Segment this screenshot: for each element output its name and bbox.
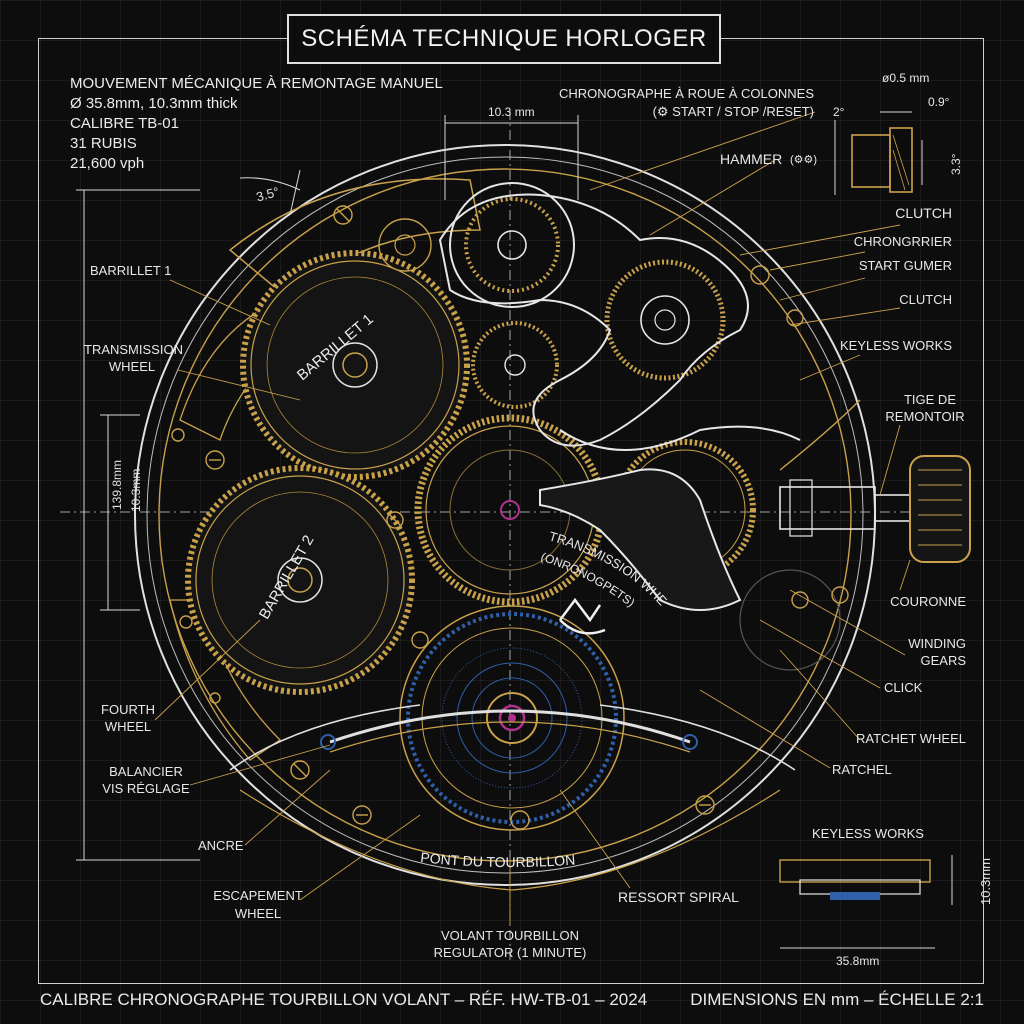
barrel-2 [185,465,415,695]
chrono-lever-assembly [438,193,749,447]
footer-left: CALIBRE CHRONOGRAPHE TOURBILLON VOLANT –… [40,990,648,1009]
spec-block: MOUVEMENT MÉCANIQUE À REMONTAGE MANUEL Ø… [70,74,443,174]
pont-tourbillon-text: PONT DU TOURBILLON [420,849,576,870]
label-barrillet-1: BARRILLET 1 [90,263,172,278]
page-title: SCHÉMA TECHNIQUE HORLOGER [287,14,721,64]
label-ratchel: RATCHEL [832,762,892,777]
jewel-setting-1-core [394,234,416,256]
intermediate-pinion [504,354,526,376]
spec-line: 31 RUBIS [70,135,137,152]
spec-line: Ø 35.8mm, 10.3mm thick [70,95,238,112]
dim-inset-angle-c: 3.3° [949,153,963,175]
transmission-bridge [539,468,742,611]
spec-line: CALIBRE TB-01 [70,115,179,132]
barrel-1 [240,250,470,480]
dim-vertical-outer: 139.8mm [110,460,124,510]
ratchet-wheel-shape [739,569,841,671]
label-start-gumer: START GUMER [858,258,952,273]
label-transmission-line1: TRANSMISSION [84,342,183,357]
label-balancier-line2: VIS RÉGLAGE [102,781,190,796]
bridge-screw-left [320,734,336,750]
label-winding-line2: GEARS [920,653,966,668]
dim-angle-left: 3.5° [254,184,280,205]
label-transmission-line2: WHEEL [108,359,156,374]
tourbillon-bridge-arc [329,709,691,744]
keyless-lever [779,399,861,471]
inset-keyless-section [779,855,953,949]
lower-bridge-edge [239,789,781,891]
dim-inset-angle-a: 2° [833,105,845,119]
spec-line: MOUVEMENT MÉCANIQUE À REMONTAGE MANUEL [70,75,443,92]
label-chrono-line1: CHRONOGRAPHE À ROUE À COLONNES [559,86,814,101]
footer-right: DIMENSIONS EN mm – ÉCHELLE 2:1 [690,990,984,1009]
screws [171,205,849,830]
label-clutch-2: CLUTCH [899,292,952,307]
dimension-lines [76,115,579,861]
label-hammer-sub: (⚙⚙) [790,154,818,166]
spec-line: 21,600 vph [70,155,145,172]
dim-vertical-inner: 10.3mm [129,469,143,512]
label-volant-line1: VOLANT TOURBILLON [441,928,579,943]
bridge-screw-right [682,734,698,750]
label-chrono-line2: (⚙ START / STOP /RESET) [652,104,814,119]
label-winding-line1: WINDING [908,636,966,651]
plate-gold-ring [158,168,852,862]
label-fourth-line2: WHEEL [104,719,152,734]
dim-inset-width: 35.8mm [836,954,880,968]
plate-ring-2 [146,156,864,874]
column-wheel [449,182,575,308]
label-clutch-1: CLUTCH [895,205,952,221]
crown [909,455,971,563]
label-click: CLICK [884,680,923,695]
chrono-coupling-wheel [604,259,726,381]
lower-bridge [229,704,796,771]
label-keyless-inset: KEYLESS WORKS [812,826,924,841]
label-fourth-line1: FOURTH [101,702,155,717]
dim-inset-angle-b: 0.9° [928,95,950,109]
winding-stem [779,479,912,537]
label-escapement-line1: ESCAPEMENT [213,888,303,903]
label-escapement-line2: WHEEL [234,906,282,921]
dim-top-width: 10.3 mm [488,105,535,119]
label-keyless-works: KEYLESS WORKS [840,338,952,353]
leader-lines [154,111,911,925]
label-hammer: HAMMER [720,151,783,167]
jewel-setting-1 [378,218,432,272]
pallet-fork [559,597,606,635]
dim-inset-height: 10.3mm [978,858,993,905]
dim-inset-dia: ø0.5 mm [882,71,930,85]
label-tige-line1: TIGE DE [903,392,956,407]
label-couronne: COURONNE [890,594,966,609]
label-ancre: ANCRE [198,838,244,853]
inset-pinion-detail [834,111,923,195]
label-ressort-spiral: RESSORT SPIRAL [618,889,739,905]
label-tige-line2: REMONTOIR [885,409,965,424]
tourbillon-bridge-arc-inner [329,721,691,753]
hammer-lever [559,425,801,451]
label-balancier-line1: BALANCIER [109,764,183,779]
intermediate-wheel [471,321,559,409]
label-chrongrrier: CHRONGRRIER [853,234,952,249]
label-ratchet-wheel: RATCHET WHEEL [855,731,966,746]
label-volant-line2: REGULATOR (1 MINUTE) [433,945,587,960]
